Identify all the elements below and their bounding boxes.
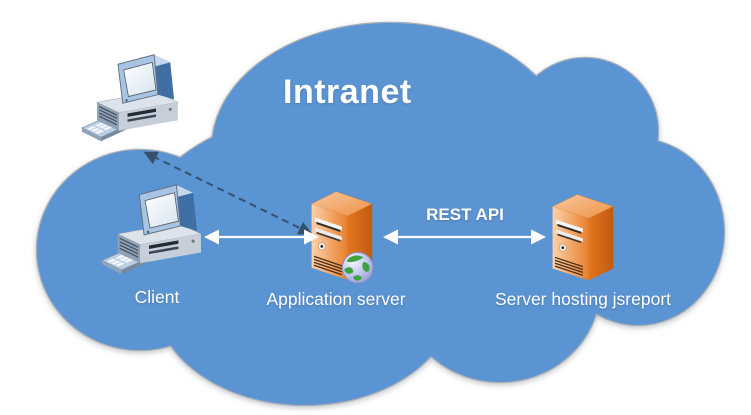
application-server-label: Application server (266, 289, 406, 309)
rest-api-label: REST API (426, 205, 504, 224)
external-client-computer-icon (81, 54, 179, 142)
globe-icon (341, 251, 374, 284)
intranet-title: Intranet (283, 73, 412, 111)
jsreport-server-label: Server hosting jsreport (494, 289, 672, 309)
client-label: Client (134, 287, 180, 307)
jsreport-server-icon (551, 193, 614, 282)
appserver-external-dashed-arrow (143, 151, 313, 235)
